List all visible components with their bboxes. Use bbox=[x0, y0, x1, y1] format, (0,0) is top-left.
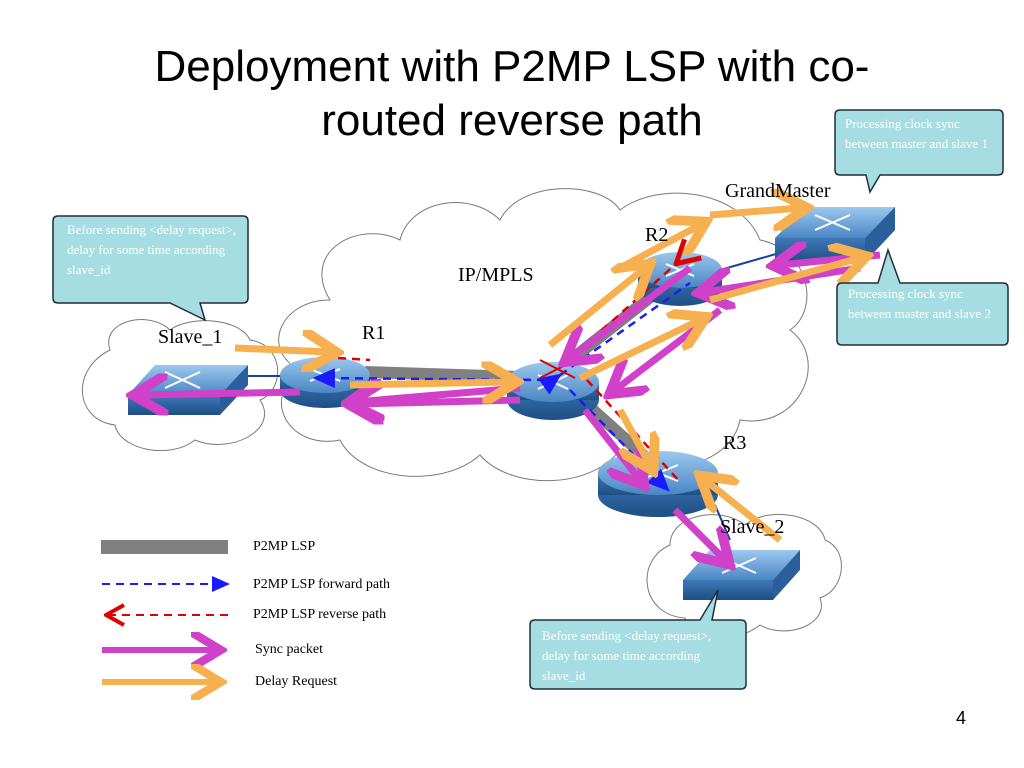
callout-gm-slave2-text: Processing clock sync between master and… bbox=[848, 286, 991, 321]
label-ip-mpls: IP/MPLS bbox=[458, 264, 534, 286]
legend-symbols bbox=[101, 540, 230, 682]
switch-arrows-icon bbox=[814, 214, 851, 231]
legend-label-reverse: P2MP LSP reverse path bbox=[253, 607, 387, 622]
callout-gm-slave2 bbox=[836, 247, 1009, 346]
label-slave2: Slave_2 bbox=[720, 516, 785, 538]
label-r2: R2 bbox=[645, 224, 669, 246]
callout-slave1-text: Before sending <delay request>, delay fo… bbox=[67, 222, 237, 277]
label-grandmaster: GrandMaster bbox=[725, 180, 831, 202]
callout-slave1 bbox=[52, 215, 249, 322]
callout-gm-slave1-text: Processing clock sync between master and… bbox=[845, 116, 988, 151]
callout-slave2-text: Before sending <delay request>, delay fo… bbox=[542, 628, 712, 683]
legend-label-delay: Delay Request bbox=[255, 674, 338, 689]
router-r3[interactable] bbox=[598, 451, 718, 517]
legend-label-sync: Sync packet bbox=[255, 642, 324, 657]
legend-label-forward: P2MP LSP forward path bbox=[253, 577, 391, 592]
title-line-2: routed reverse path bbox=[321, 96, 703, 145]
delay-request-arrows bbox=[234, 208, 860, 543]
callout-slave2 bbox=[529, 589, 747, 690]
callout-gm-slave1 bbox=[834, 109, 1004, 194]
legend-p2mp-lsp-swatch bbox=[101, 540, 228, 554]
slide-title: Deployment with P2MP LSP with co- routed… bbox=[0, 40, 1024, 148]
legend-label-p2mp-lsp: P2MP LSP bbox=[253, 539, 316, 554]
page-number: 4 bbox=[955, 708, 966, 728]
label-r1: R1 bbox=[362, 322, 386, 344]
label-r3: R3 bbox=[723, 432, 747, 454]
switch-arrows-icon bbox=[164, 371, 201, 389]
title-line-1: Deployment with P2MP LSP with co- bbox=[154, 42, 870, 91]
label-slave1: Slave_1 bbox=[158, 326, 223, 348]
